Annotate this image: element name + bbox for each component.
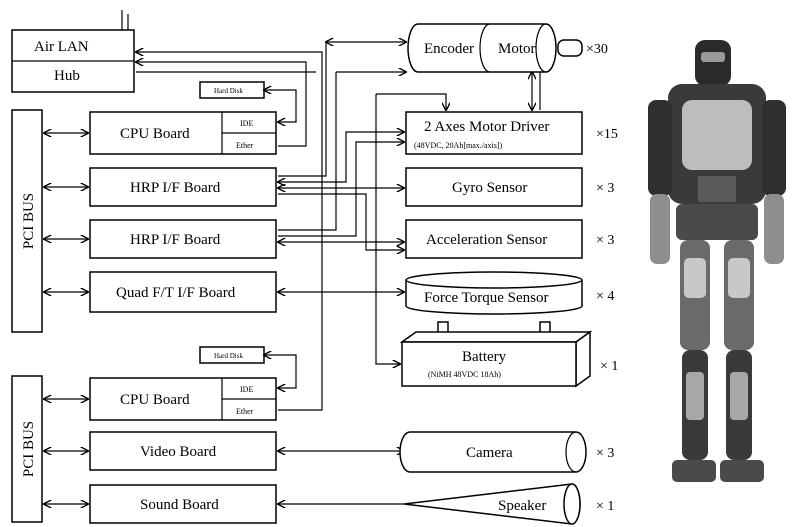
speaker-label: Speaker bbox=[498, 498, 546, 514]
hrp-board-2-label: HRP I/F Board bbox=[130, 232, 221, 248]
bus-arrows bbox=[44, 133, 88, 504]
acceleration-sensor: Acceleration Sensor × 3 bbox=[406, 220, 614, 258]
pci-bus-lower-label: PCI BUS bbox=[21, 421, 37, 477]
upper-cpu-board: CPU Board IDE Ether Hard Disk bbox=[90, 82, 276, 154]
lower-hard-disk-label: Hard Disk bbox=[214, 352, 243, 360]
force-torque-sensor: Force Torque Sensor × 4 bbox=[406, 272, 614, 314]
lower-cpu-board: CPU Board IDE Ether Hard Disk bbox=[90, 347, 276, 420]
pci-bus-upper: PCI BUS bbox=[12, 110, 42, 332]
gyro-label: Gyro Sensor bbox=[452, 180, 527, 196]
camera: Camera × 3 bbox=[400, 432, 614, 472]
upper-ide-label: IDE bbox=[240, 119, 253, 128]
battery-title: Battery bbox=[462, 349, 507, 365]
video-board: Video Board bbox=[90, 432, 276, 470]
encoder-label: Encoder bbox=[424, 41, 474, 57]
hrp-board-1-label: HRP I/F Board bbox=[130, 180, 221, 196]
air-lan-label: Air LAN bbox=[34, 39, 89, 55]
sound-board-label: Sound Board bbox=[140, 497, 219, 513]
motor-driver: 2 Axes Motor Driver (48VDC, 20Ah[max./ax… bbox=[406, 112, 618, 154]
pci-bus-upper-label: PCI BUS bbox=[21, 193, 37, 249]
upper-ether-label: Ether bbox=[236, 141, 254, 150]
upper-cpu-label: CPU Board bbox=[120, 126, 190, 142]
encoder-motor: Encoder Motor ×30 bbox=[408, 24, 608, 72]
lower-ide-label: IDE bbox=[240, 385, 253, 394]
hrp-board-2: HRP I/F Board bbox=[90, 220, 276, 258]
force-torque-multiplier: × 4 bbox=[596, 289, 614, 304]
motor-multiplier: ×30 bbox=[586, 42, 608, 57]
motor-driver-multiplier: ×15 bbox=[596, 127, 618, 142]
quad-ft-board-label: Quad F/T I/F Board bbox=[116, 285, 236, 301]
hub-label: Hub bbox=[54, 68, 80, 84]
lower-cpu-label: CPU Board bbox=[120, 392, 190, 408]
motor-label: Motor bbox=[498, 41, 536, 57]
motor-shaft-icon bbox=[558, 40, 582, 56]
speaker: Speaker × 1 bbox=[404, 484, 614, 524]
motor-driver-title: 2 Axes Motor Driver bbox=[424, 119, 549, 135]
speaker-multiplier: × 1 bbox=[596, 499, 614, 514]
sound-board: Sound Board bbox=[90, 485, 276, 523]
lower-ether-label: Ether bbox=[236, 407, 254, 416]
camera-multiplier: × 3 bbox=[596, 446, 614, 461]
video-board-label: Video Board bbox=[140, 444, 217, 460]
gyro-sensor: Gyro Sensor × 3 bbox=[406, 168, 614, 206]
acceleration-label: Acceleration Sensor bbox=[426, 232, 547, 248]
humanoid-robot-image bbox=[648, 40, 786, 482]
upper-hard-disk-label: Hard Disk bbox=[214, 87, 243, 95]
quad-ft-board: Quad F/T I/F Board bbox=[90, 272, 276, 312]
gyro-multiplier: × 3 bbox=[596, 181, 614, 196]
hrp-board-1: HRP I/F Board bbox=[90, 168, 276, 206]
pci-bus-lower: PCI BUS bbox=[12, 376, 42, 522]
camera-label: Camera bbox=[466, 445, 513, 461]
air-lan-hub: Air LAN Hub bbox=[12, 10, 134, 92]
battery-spec: (NiMH 48VDC 18Ah) bbox=[428, 370, 501, 379]
acceleration-multiplier: × 3 bbox=[596, 233, 614, 248]
motor-driver-spec: (48VDC, 20Ah[max./axis]) bbox=[414, 141, 503, 150]
force-torque-label: Force Torque Sensor bbox=[424, 290, 548, 306]
battery-multiplier: × 1 bbox=[600, 359, 618, 374]
battery: Battery (NiMH 48VDC 18Ah) × 1 bbox=[402, 322, 618, 386]
